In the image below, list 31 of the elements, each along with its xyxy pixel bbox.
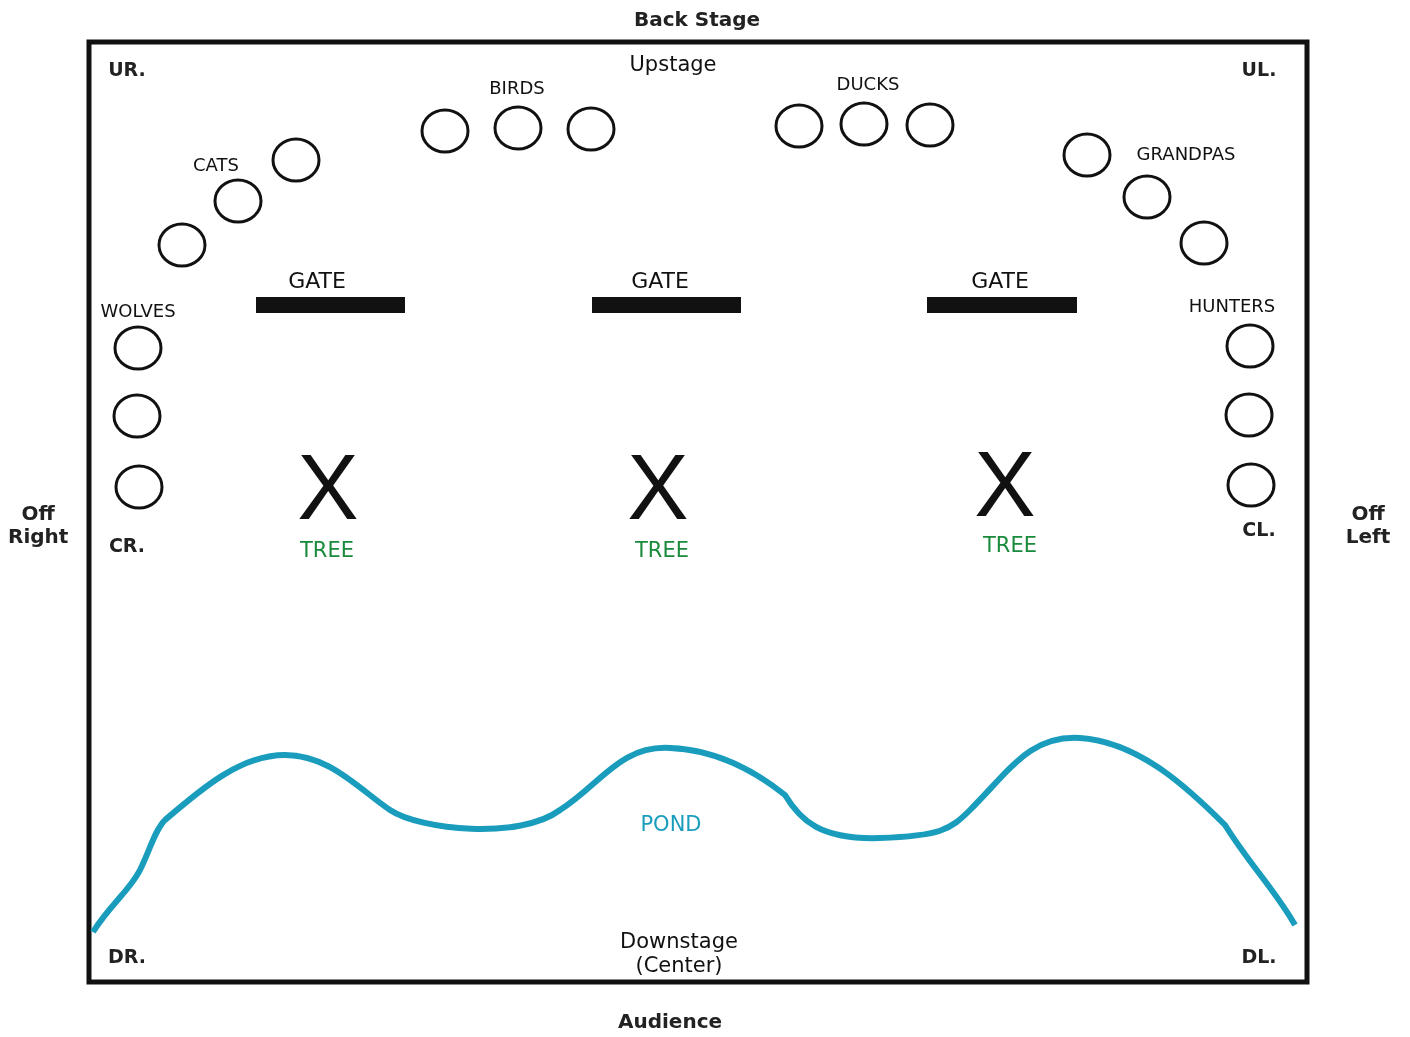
gate-bar <box>256 297 405 313</box>
stage-area-label: CL. <box>1242 519 1276 541</box>
stage-area-label: DL. <box>1241 946 1277 968</box>
group-label: BIRDS <box>489 77 545 99</box>
offstage-label: Off Right <box>8 502 68 548</box>
gate-bar <box>927 297 1077 313</box>
gate-label: GATE <box>631 268 689 294</box>
stage-direction-label: Upstage <box>629 51 717 77</box>
tree-mark: X <box>297 441 359 533</box>
pond-label: POND <box>640 811 702 837</box>
tree-label: TREE <box>300 537 354 563</box>
tree-label: TREE <box>983 532 1037 558</box>
group-label: HUNTERS <box>1188 295 1276 317</box>
stage-area-label: CR. <box>108 535 146 557</box>
group-label: DUCKS <box>836 73 900 95</box>
audience-label: Audience <box>617 1009 723 1033</box>
backstage-label: Back Stage <box>633 7 761 31</box>
gate-label: GATE <box>288 268 346 294</box>
group-label: WOLVES <box>100 300 176 322</box>
stage-area-label: DR. <box>108 946 146 968</box>
stage-area-label: UR. <box>108 59 146 81</box>
tree-label: TREE <box>635 537 689 563</box>
offstage-label: Off Left <box>1344 502 1392 548</box>
gate-label: GATE <box>971 268 1029 294</box>
gate-bar <box>592 297 741 313</box>
tree-mark: X <box>974 438 1036 530</box>
tree-mark: X <box>627 441 689 533</box>
stage-area-label: UL. <box>1241 59 1277 81</box>
group-label: GRANDPAS <box>1136 143 1236 165</box>
group-label: CATS <box>193 154 239 176</box>
stage-direction-label: Downstage (Center) <box>619 928 739 978</box>
